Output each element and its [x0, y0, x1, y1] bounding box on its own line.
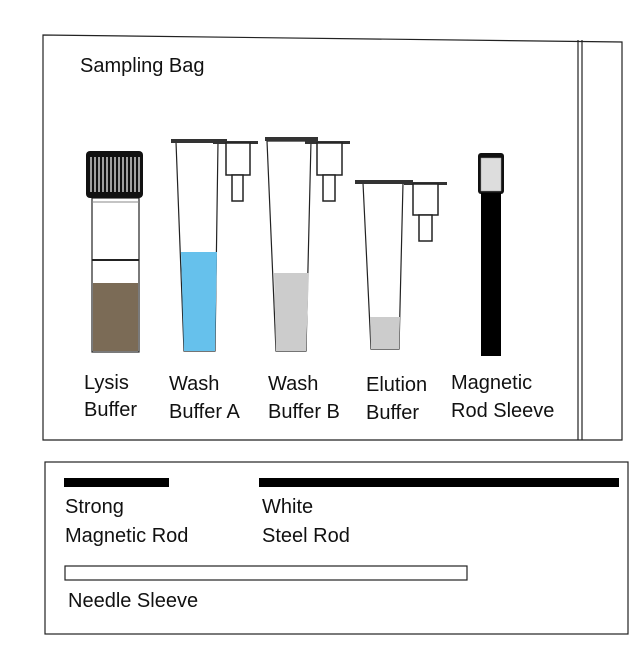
magnetic-rod-sleeve: Magnetic Rod Sleeve — [451, 153, 554, 422]
rods-box: Strong Magnetic Rod White Steel Rod Need… — [44, 461, 629, 635]
needle-sleeve-label: Needle Sleeve — [68, 590, 198, 612]
lysis-buffer-tube: Lysis Buffer — [84, 151, 143, 421]
wash-buffer-b-tube: Wash Buffer B — [265, 137, 350, 423]
wash-b-label-2: Buffer B — [268, 401, 340, 423]
wash-buffer-a-tube: Wash Buffer A — [169, 139, 258, 423]
wash-a-label-2: Buffer A — [169, 401, 240, 423]
elution-buffer-tube: Elution Buffer — [355, 180, 447, 424]
wash-b-label-1: Wash — [268, 373, 318, 395]
steel-rod-label-2: Steel Rod — [262, 525, 350, 547]
sampling-bag: Sampling Bag — [42, 34, 623, 441]
white-steel-rod — [259, 478, 619, 487]
lysis-liquid — [93, 283, 138, 351]
strong-magnetic-rod — [64, 478, 169, 487]
strong-rod-label-1: Strong — [65, 496, 124, 518]
steel-rod-label-1: White — [262, 496, 313, 518]
strong-rod-label-2: Magnetic Rod — [65, 525, 188, 547]
elution-label-2: Buffer — [366, 402, 419, 424]
sleeve-label-1: Magnetic — [451, 372, 532, 394]
elution-label-1: Elution — [366, 374, 427, 396]
bag-title: Sampling Bag — [80, 55, 205, 77]
needle-sleeve — [64, 565, 468, 581]
lysis-label-1: Lysis — [84, 372, 129, 394]
lysis-label-2: Buffer — [84, 399, 137, 421]
sleeve-label-2: Rod Sleeve — [451, 400, 554, 422]
wash-a-label-1: Wash — [169, 373, 219, 395]
